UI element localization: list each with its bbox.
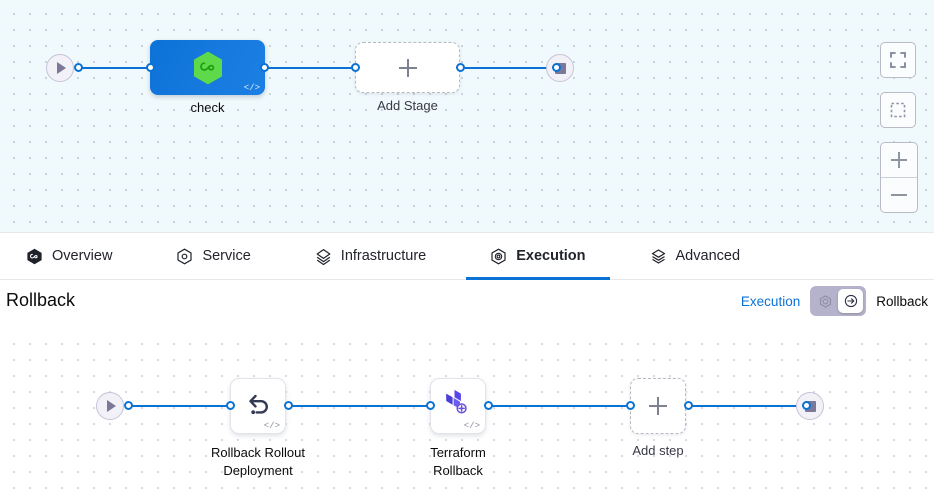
zoom-in-button[interactable]	[881, 143, 917, 178]
port-rb-start-out[interactable]	[124, 401, 133, 410]
connector-rb-step2-to-addstep	[488, 405, 630, 407]
stage-label-check: check	[190, 100, 225, 115]
rollback-arrow-icon	[249, 394, 268, 415]
play-icon	[107, 400, 116, 412]
execution-hexagon-icon	[820, 294, 832, 308]
tab-service[interactable]: Service	[168, 233, 258, 279]
fit-to-screen-button[interactable]	[880, 42, 916, 78]
add-step-label: Add step	[632, 443, 684, 458]
add-step-button[interactable]	[630, 378, 686, 434]
toggle-label-execution[interactable]: Execution	[740, 293, 801, 309]
port-rb-step1-in[interactable]	[226, 401, 235, 410]
rollback-title: Rollback	[6, 290, 76, 310]
port-rb-addstep-in[interactable]	[626, 401, 635, 410]
switch-option-execution[interactable]	[813, 289, 838, 313]
advanced-stack-icon	[650, 248, 667, 265]
stage-node-check[interactable]: </>	[150, 40, 265, 95]
port-rb-step2-in[interactable]	[426, 401, 435, 410]
rollback-canvas[interactable]: </> Rollback Rollout Deployment </> Terr…	[0, 330, 934, 500]
tab-advanced[interactable]: Advanced	[642, 233, 749, 279]
tab-service-label: Service	[202, 248, 251, 264]
step-node-terraform-rollback[interactable]: </>	[430, 378, 486, 434]
zoom-controls[interactable]	[880, 142, 918, 213]
rollback-arrow-icon	[844, 294, 857, 308]
rollback-header: Rollback Execution Rollback	[0, 280, 934, 330]
switch-option-rollback[interactable]	[838, 289, 864, 313]
execution-rollback-toggle-group[interactable]: Execution Rollback	[741, 286, 928, 316]
terraform-icon	[446, 389, 467, 414]
zoom-out-button[interactable]	[881, 178, 917, 212]
expand-icon	[890, 52, 906, 68]
port-check-out[interactable]	[260, 63, 269, 72]
connector-rb-start-to-step1	[128, 405, 230, 407]
minus-icon	[891, 194, 907, 196]
step-label-terraform-rollback: Terraform Rollback	[430, 445, 486, 478]
stage-code-badge: </>	[243, 83, 260, 93]
pipeline-start[interactable]	[46, 54, 74, 82]
dashed-square-icon	[890, 102, 906, 118]
port-start-out[interactable]	[74, 63, 83, 72]
port-rb-step1-out[interactable]	[284, 401, 293, 410]
add-stage-label: Add Stage	[377, 98, 438, 113]
step-label-rollback-rollout-deployment: Rollback Rollout Deployment	[211, 445, 305, 478]
port-addstage-out[interactable]	[456, 63, 465, 72]
tab-execution-label: Execution	[516, 248, 586, 264]
port-rb-addstep-out[interactable]	[684, 401, 693, 410]
tab-overview[interactable]: Overview	[18, 233, 120, 279]
step-node-rollback-rollout-deployment[interactable]: </>	[230, 378, 286, 434]
step-code-badge: </>	[263, 421, 280, 431]
toggle-label-rollback[interactable]: Rollback	[876, 293, 928, 309]
rollback-start[interactable]	[96, 392, 124, 420]
plus-icon	[398, 58, 417, 77]
plus-icon	[891, 152, 907, 168]
execution-hexagon-icon	[490, 248, 507, 265]
add-stage-button[interactable]	[355, 42, 460, 93]
connector-addstage-to-end	[458, 67, 556, 69]
plus-icon	[649, 397, 667, 415]
connector-start-to-check	[78, 67, 156, 69]
port-addstage-in[interactable]	[351, 63, 360, 72]
tab-advanced-label: Advanced	[675, 248, 741, 264]
select-area-button[interactable]	[880, 92, 916, 128]
tab-infrastructure[interactable]: Infrastructure	[307, 233, 434, 279]
connector-rb-step1-to-step2	[288, 405, 430, 407]
step-code-badge: </>	[463, 421, 480, 431]
stage-tabs[interactable]: Overview Service In	[0, 232, 934, 280]
port-check-in[interactable]	[146, 63, 155, 72]
tab-execution[interactable]: Execution	[466, 233, 610, 280]
port-rb-end-in[interactable]	[802, 401, 811, 410]
execution-rollback-switch[interactable]	[810, 286, 867, 316]
port-end-in[interactable]	[552, 63, 561, 72]
service-hexagon-icon	[176, 248, 193, 265]
tab-infrastructure-label: Infrastructure	[340, 248, 427, 264]
connector-check-to-addstage	[260, 67, 356, 69]
port-rb-step2-out[interactable]	[484, 401, 493, 410]
play-icon	[57, 62, 66, 74]
layers-diamond-icon	[315, 248, 332, 265]
harness-hexagon-icon	[193, 51, 222, 84]
harness-filled-hexagon-icon	[26, 248, 43, 265]
tab-overview-label: Overview	[52, 248, 113, 264]
stage-canvas[interactable]: </> check Add Stage	[0, 0, 934, 232]
connector-rb-addstep-to-end	[688, 405, 806, 407]
